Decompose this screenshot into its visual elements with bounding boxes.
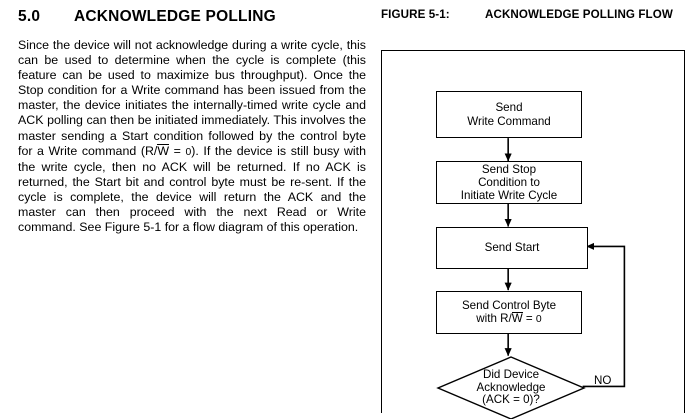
- flow-node-line-2: Acknowledge: [476, 380, 546, 394]
- flow-node-line-3: Initiate Write Cycle: [460, 189, 558, 203]
- flow-node-line-1: Send Stop: [481, 162, 537, 176]
- figure-frame: Send Write Command Send Stop Condition t…: [381, 50, 685, 419]
- page-title: ACKNOWLEDGE POLLING: [74, 8, 276, 25]
- section-body-paragraph: Since the device will not acknowledge du…: [18, 38, 366, 235]
- flow-node-line-1: Send Start: [484, 241, 540, 255]
- flow-node-line-1: Did Device: [482, 368, 540, 382]
- paragraph-text-part-1: Since the device will not acknowledge du…: [18, 38, 366, 158]
- edge-label-no: NO: [594, 374, 612, 387]
- paragraph-text-part-2: ). If the device is still busy with the …: [18, 143, 366, 235]
- flow-node-line-2-zero: 0: [535, 314, 542, 325]
- flow-node-line-2-prefix: with R/: [476, 312, 512, 325]
- flow-node-line-1: Send: [495, 101, 523, 115]
- flow-node-line-3: (ACK = 0)?: [482, 393, 540, 407]
- flow-node-line-2: Condition to: [478, 175, 540, 189]
- flow-node-send-start[interactable]: Send Start: [436, 227, 588, 269]
- flow-node-line-2: Write Command: [467, 114, 551, 128]
- section-column: 5.0 ACKNOWLEDGE POLLING Since the device…: [18, 8, 366, 235]
- figure-heading: FIGURE 5-1: ACKNOWLEDGE POLLING FLOW: [381, 8, 686, 22]
- flowchart: Send Write Command Send Stop Condition t…: [382, 51, 684, 419]
- figure-title: ACKNOWLEDGE POLLING FLOW: [485, 8, 673, 21]
- r-w-equals: =: [169, 143, 186, 158]
- flow-node-send-control-byte[interactable]: Send Control Byte with R/W = 0: [436, 291, 582, 334]
- diamond-shape: [436, 356, 586, 419]
- flow-node-send-stop-condition[interactable]: Send Stop Condition to Initiate Write Cy…: [436, 161, 582, 204]
- flow-node-line-1: Send Control Byte: [461, 298, 557, 312]
- r-w-overline-w: W: [157, 143, 170, 158]
- figure-label: FIGURE 5-1:: [381, 8, 450, 21]
- flow-node-overline-w: W: [511, 312, 523, 325]
- flow-node-did-device-acknowledge[interactable]: Did Device Acknowledge (ACK = 0)?: [436, 356, 586, 419]
- r-w-value-zero: 0: [185, 146, 192, 158]
- flow-node-line-2-equals: =: [522, 312, 536, 325]
- section-heading: 5.0 ACKNOWLEDGE POLLING: [18, 8, 366, 26]
- section-number: 5.0: [18, 8, 41, 25]
- flow-node-send-write-command[interactable]: Send Write Command: [436, 91, 582, 138]
